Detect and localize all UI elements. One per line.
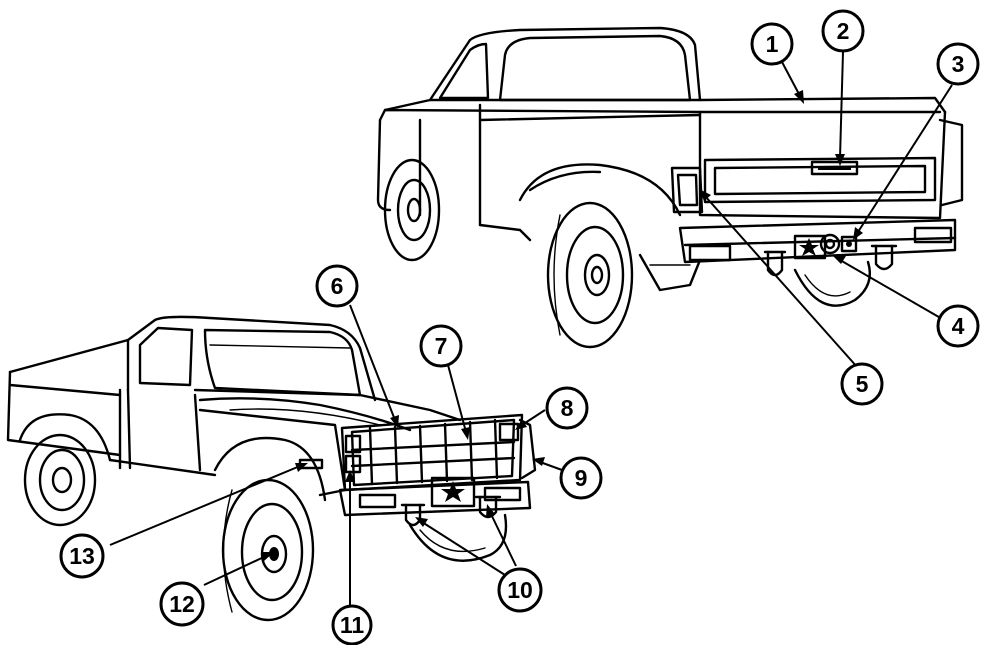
callout-13: 13 [59,533,105,579]
callout-10-label: 10 [507,577,533,603]
leader-lines [109,51,953,610]
callout-1: 1 [750,22,794,66]
callout-12-label: 12 [169,591,195,617]
callout-1-label: 1 [766,31,779,57]
callout-4: 4 [936,304,980,348]
callout-3-label: 3 [952,51,965,77]
callout-13-label: 13 [69,543,95,569]
callout-3: 3 [936,42,980,86]
callout-8: 8 [545,386,589,430]
callout-10: 10 [497,567,543,613]
callout-7: 7 [419,324,463,368]
callout-6: 6 [315,264,359,308]
rear-truck-illustration [376,26,964,349]
callout-2-label: 2 [837,18,850,44]
callout-9: 9 [559,456,603,500]
callout-7-label: 7 [435,333,448,359]
callout-5: 5 [840,362,884,406]
callout-11-label: 11 [340,612,365,638]
callout-5-label: 5 [856,371,869,397]
callout-2: 2 [821,9,865,53]
callout-9-label: 9 [575,465,588,491]
callout-12: 12 [159,581,205,627]
callout-8-label: 8 [561,395,574,421]
callout-4-label: 4 [952,313,965,339]
callout-6-label: 6 [331,273,344,299]
callout-11: 11 [331,604,373,645]
